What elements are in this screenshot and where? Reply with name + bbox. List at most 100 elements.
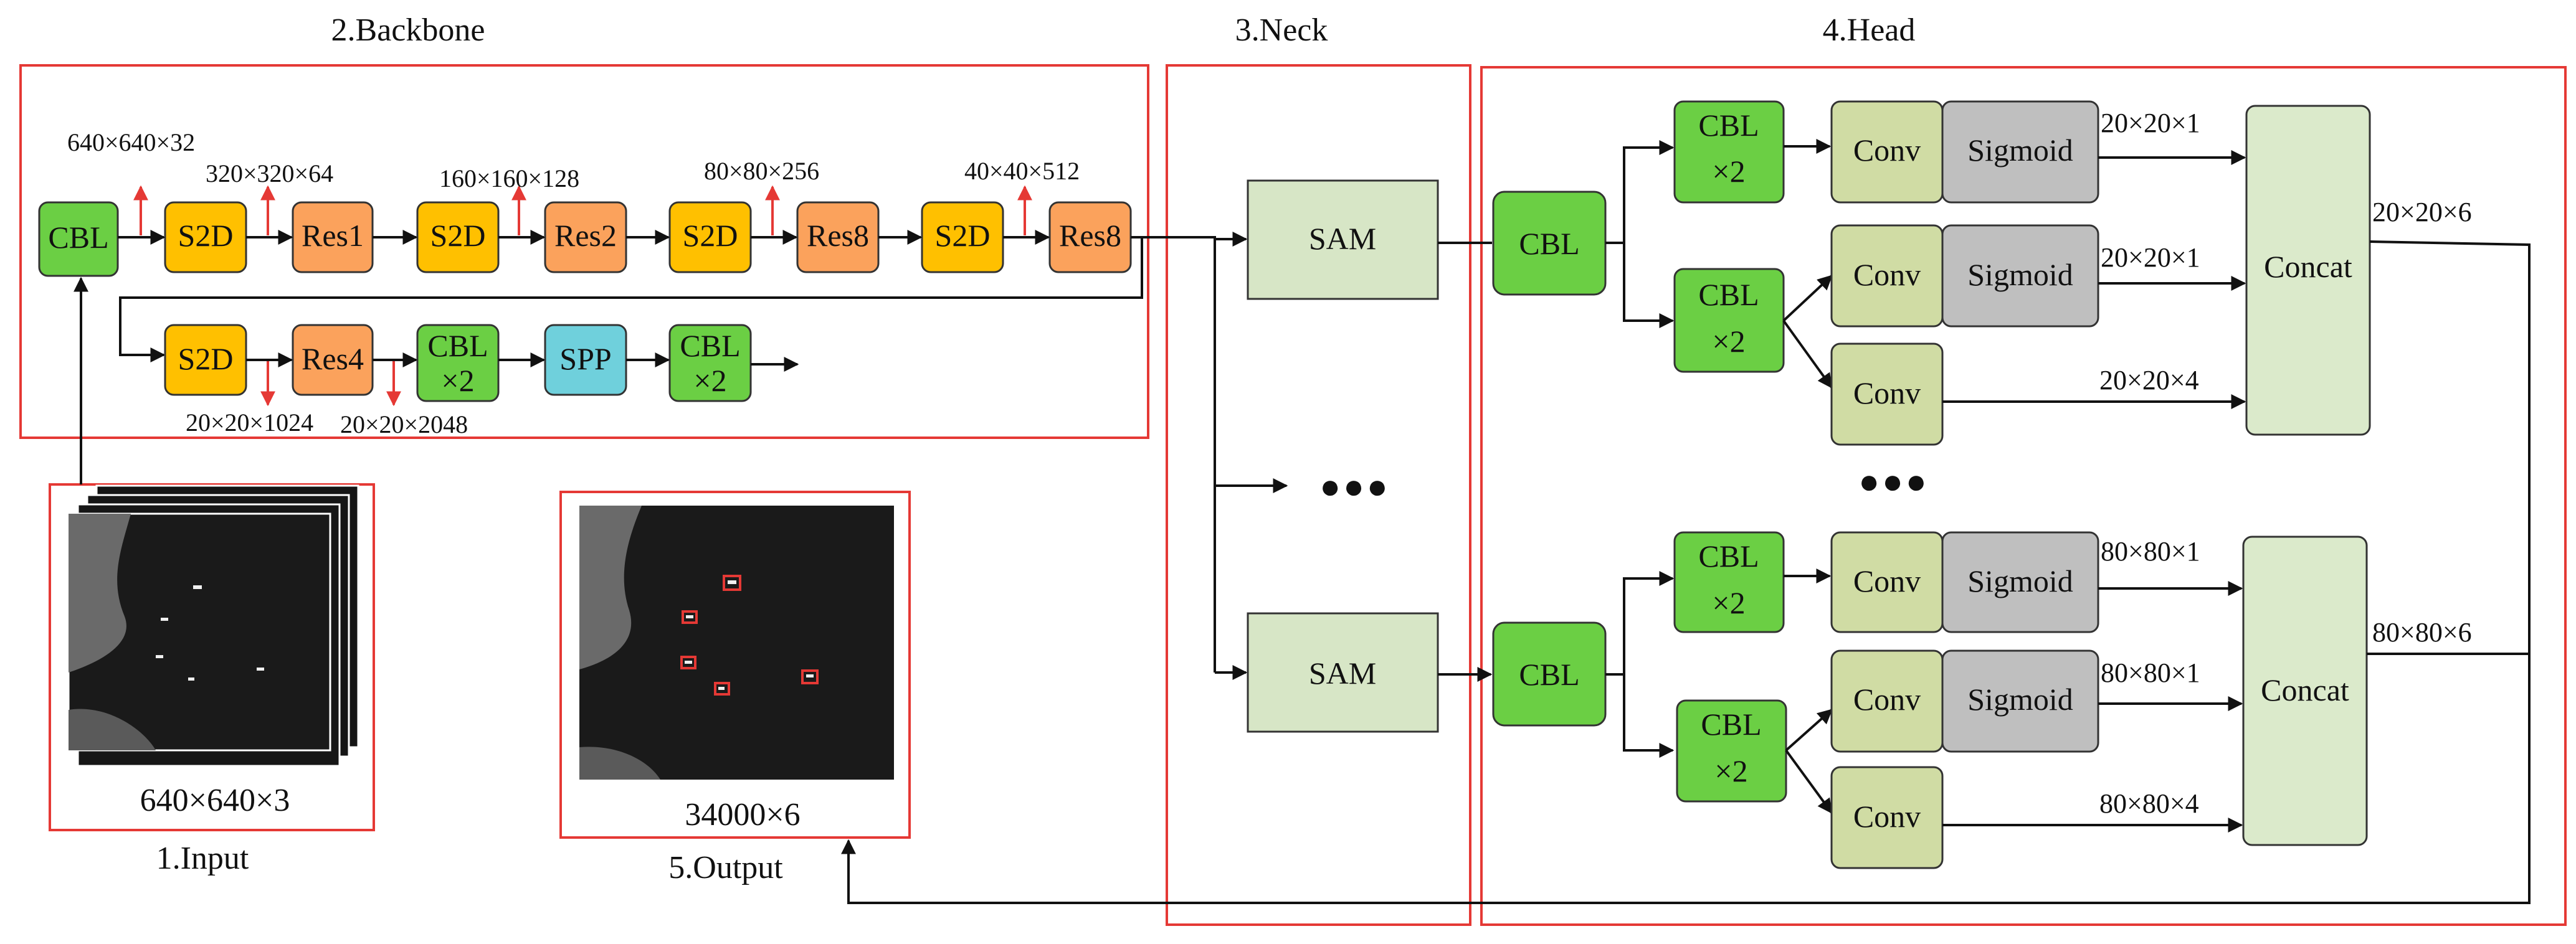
input-frame [49, 483, 375, 831]
head-top-split [1605, 146, 1625, 244]
s2d-label-2: S2D [430, 218, 486, 253]
sigmoid-bottom-2-label: Sigmoid [1967, 682, 2073, 717]
cbl2-top-a-label: CBL [1698, 108, 1759, 143]
conv-top-2-label: Conv [1853, 257, 1921, 292]
cbl2-bottom-b-label: CBL [1701, 707, 1761, 742]
s2d-label-3: S2D [683, 218, 738, 253]
output-image [579, 506, 894, 780]
bottom-out-3: 80×80×4 [2099, 788, 2199, 819]
arrow-cbl2b-conv2 [1782, 319, 1833, 389]
head-top-branch: CBL CBL ×2 CBL ×2 Conv Sigmoid Conv Sigm… [1492, 100, 2472, 446]
arrow-cbl2b-conv2-bottom [1785, 749, 1833, 814]
concat-bottom [2242, 536, 2368, 846]
backbone-cbl-block [38, 201, 119, 277]
bottom-out-1: 80×80×1 [2101, 536, 2200, 567]
arrow-cbl2b-conv1-bottom [1785, 709, 1833, 752]
sigmoid-bottom-2 [1941, 649, 2099, 753]
dim-label-6: 20×20×1024 [186, 408, 313, 437]
top-out-3: 20×20×4 [2099, 365, 2199, 395]
backbone-cbl2-label-1: CBL [427, 328, 488, 363]
concat-top-label: Concat [2264, 249, 2352, 284]
sam-label-bottom: SAM [1309, 656, 1376, 691]
wrap-connector [119, 236, 1143, 362]
backbone-cbl2-label-2: CBL [680, 328, 740, 363]
s2d-label-4: S2D [935, 218, 991, 253]
top-out-1: 20×20×1 [2101, 108, 2200, 138]
backbone-to-neck-trunk [1142, 236, 1216, 673]
output-title: 5.Output [668, 850, 783, 885]
backbone-row-2: S2D Res4 CBL ×2 SPP CBL ×2 20×20×1024 20… [164, 324, 799, 438]
head-to-output-path [841, 240, 2531, 904]
spp-label: SPP [559, 341, 611, 376]
res8-label-1: Res8 [807, 218, 869, 253]
sigmoid-top-2-label: Sigmoid [1967, 257, 2073, 292]
head-title: 4.Head [1823, 12, 1916, 48]
sigmoid-bottom-1 [1941, 531, 2099, 633]
dim-label-2: 320×320×64 [206, 159, 333, 187]
backbone-cbl2-mult-1: ×2 [441, 363, 474, 398]
input-title: 1.Input [156, 841, 249, 876]
conv-top-3 [1830, 342, 1944, 446]
detection-box-4 [714, 682, 730, 696]
dim-label-1: 640×640×32 [67, 128, 195, 156]
backbone-frame [19, 64, 1149, 439]
detection-box-1 [723, 575, 741, 591]
cbl2-top-a [1673, 100, 1785, 204]
conv-top-1-label: Conv [1853, 133, 1921, 168]
head-cbl-bottom-label: CBL [1519, 657, 1579, 692]
cbl2-top-b-mult: ×2 [1712, 324, 1745, 359]
head-cbl-top-label: CBL [1519, 226, 1579, 261]
top-final: 20×20×6 [2372, 197, 2472, 227]
conv-top-3-label: Conv [1853, 375, 1921, 410]
sam-block-bottom [1247, 612, 1439, 733]
head-top-split-down [1623, 243, 1675, 328]
conv-bottom-1-label: Conv [1853, 564, 1921, 598]
neck-ellipsis: ●●● [1319, 468, 1390, 506]
head-bottom-split [1605, 577, 1625, 676]
neck-title: 3.Neck [1235, 12, 1328, 48]
detection-box-2 [682, 610, 698, 624]
sigmoid-top-1 [1941, 100, 2099, 204]
backbone-cbl-label: CBL [48, 220, 108, 255]
head-ellipsis: ●●● [1858, 463, 1929, 501]
conv-bottom-2-label: Conv [1853, 682, 1921, 717]
output-frame [559, 491, 911, 839]
cbl2-bottom-a-label: CBL [1698, 539, 1759, 573]
sam-label-top: SAM [1309, 221, 1376, 256]
sigmoid-bottom-1-label: Sigmoid [1967, 564, 2073, 598]
sigmoid-top-1-label: Sigmoid [1967, 133, 2073, 168]
cbl2-bottom-b-mult: ×2 [1714, 753, 1747, 788]
output-dims: 34000×6 [685, 797, 800, 833]
concat-bottom-label: Concat [2261, 673, 2349, 707]
bottom-final: 80×80×6 [2372, 617, 2472, 648]
head-bottom-branch: CBL CBL ×2 CBL ×2 Conv Sigmoid Conv Sigm… [1492, 531, 2472, 869]
top-out-2: 20×20×1 [2101, 242, 2200, 273]
arrow-cbl2b-conv1 [1782, 275, 1833, 322]
s2d-label-5: S2D [178, 341, 234, 376]
detection-box-3 [680, 656, 696, 669]
res8-label-2: Res8 [1059, 218, 1121, 253]
head-frame [1480, 66, 2567, 926]
res2-label: Res2 [554, 218, 617, 253]
detection-box-5 [801, 669, 819, 684]
res1-label: Res1 [302, 218, 364, 253]
input-dims: 640×640×3 [140, 783, 290, 818]
neck-frame [1166, 64, 1471, 926]
dim-label-5: 40×40×512 [964, 157, 1080, 185]
sigmoid-top-2 [1941, 224, 2099, 328]
head-bottom-split-down [1623, 674, 1675, 758]
cbl2-top-a-mult: ×2 [1712, 154, 1745, 189]
cbl2-bottom-a-mult: ×2 [1712, 585, 1745, 620]
sam-block-top [1247, 179, 1439, 300]
concat-top [2245, 105, 2371, 436]
bottom-out-2: 80×80×1 [2101, 658, 2200, 688]
cbl2-bottom-a [1673, 531, 1785, 633]
backbone-cbl2-mult-2: ×2 [693, 363, 726, 398]
cbl2-top-b-label: CBL [1698, 277, 1759, 312]
dim-label-3: 160×160×128 [439, 164, 579, 192]
conv-bottom-3-label: Conv [1853, 799, 1921, 834]
s2d-label-1: S2D [178, 218, 234, 253]
backbone-row-1: CBL S2D Res1 S2D Res2 S2D Res8 S2D Res8 [38, 128, 1132, 277]
input-image-stack [67, 484, 359, 767]
